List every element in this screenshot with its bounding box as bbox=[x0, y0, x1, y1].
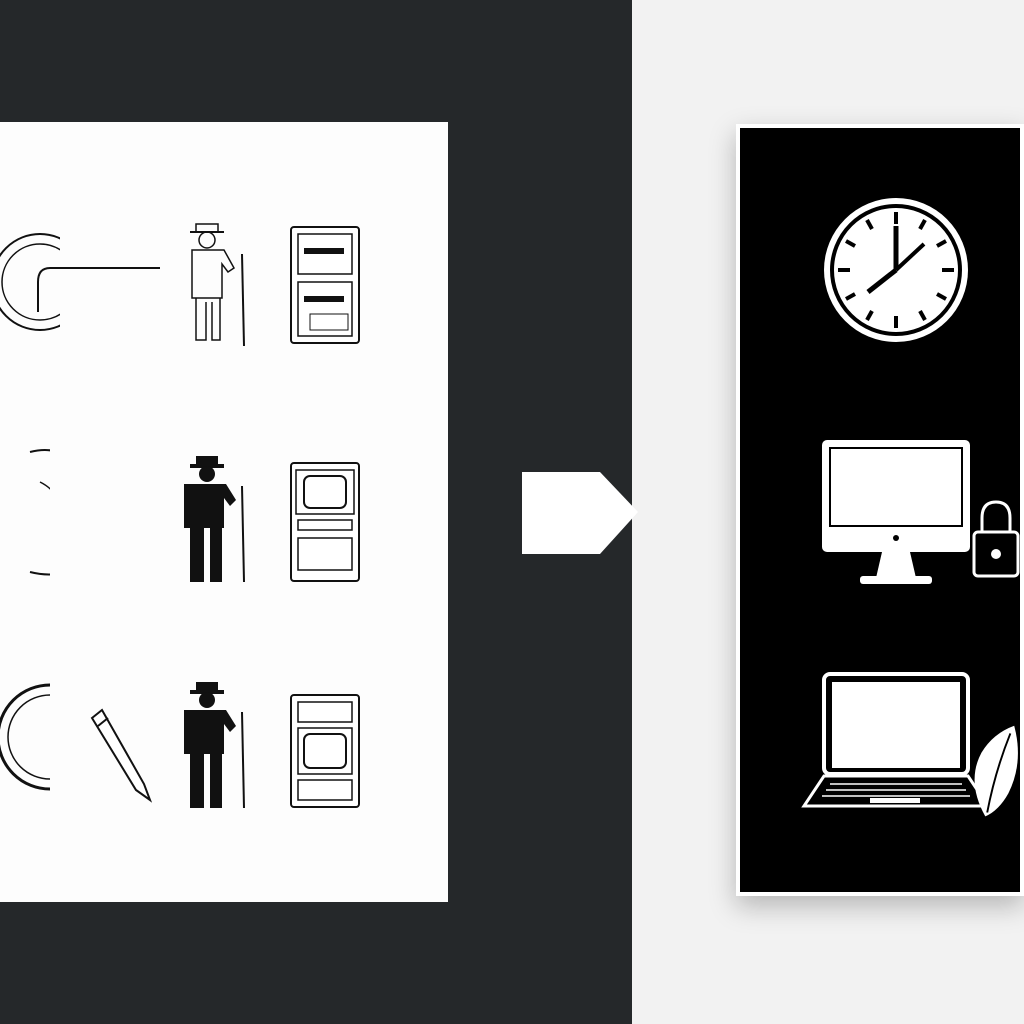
old-man-with-cane-silhouette-icon bbox=[184, 682, 245, 809]
stopwatch-icon bbox=[0, 683, 50, 791]
laptop-icon bbox=[801, 672, 990, 808]
new-technology-panel bbox=[736, 124, 1024, 896]
retro-tv-computer-icon bbox=[290, 462, 360, 582]
desktop-monitor-icon bbox=[822, 440, 970, 584]
retro-computer-tower-icon bbox=[290, 226, 360, 344]
leaf-icon bbox=[974, 725, 1018, 817]
old-technology-panel bbox=[0, 122, 448, 902]
gear-icon bbox=[0, 233, 60, 331]
old-man-with-cane-silhouette-icon bbox=[184, 456, 245, 583]
connector-line bbox=[37, 267, 160, 312]
retro-tv-computer-icon bbox=[290, 694, 360, 808]
clock-icon bbox=[824, 198, 968, 342]
arrow-right-icon bbox=[522, 472, 638, 554]
padlock-icon bbox=[972, 500, 1020, 578]
old-man-with-cane-outline-icon bbox=[190, 223, 245, 347]
cloud-icon bbox=[29, 449, 50, 576]
pen-icon bbox=[90, 708, 153, 803]
